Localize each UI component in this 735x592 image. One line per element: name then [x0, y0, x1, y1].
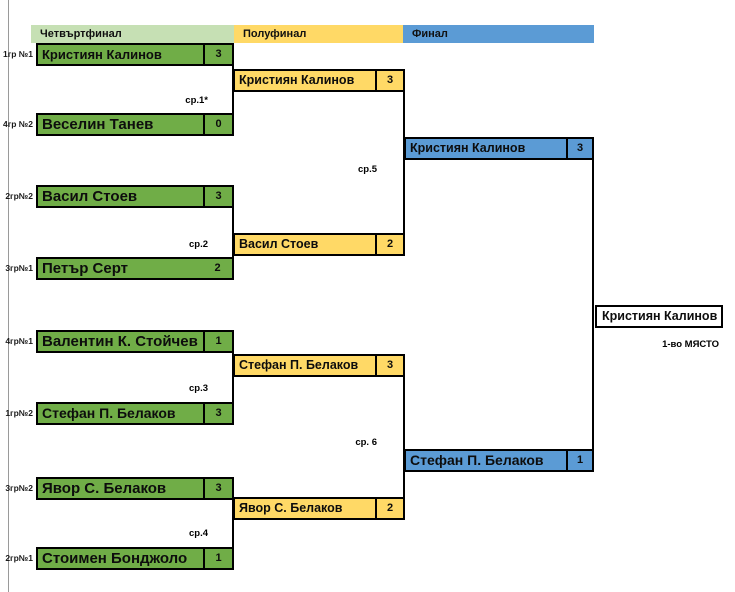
- player-box[interactable]: Васил Стоев 3: [36, 185, 234, 208]
- player-box[interactable]: Стефан П. Белаков 1: [404, 449, 594, 472]
- match-number-label: ср.2: [188, 239, 208, 250]
- header-quarterfinal: Четвъртфинал: [31, 25, 234, 43]
- player-score: 3: [203, 187, 232, 206]
- match-number-label: ср.4: [188, 528, 208, 539]
- player-name: Васил Стоев: [239, 237, 319, 251]
- seed-label: 3гр№2: [5, 483, 33, 493]
- player-score: 1: [203, 549, 232, 568]
- bracket-connector-line: [232, 208, 234, 257]
- player-name: Стефан П. Белаков: [42, 405, 176, 421]
- player-name: Стоимен Бонджоло: [42, 550, 188, 567]
- player-score: 3: [203, 404, 232, 423]
- bracket-connector-line: [592, 160, 594, 449]
- match-number-label: ср.5: [357, 164, 377, 175]
- player-box[interactable]: Стефан П. Белаков 3: [36, 402, 234, 425]
- player-name: Веселин Танев: [42, 116, 154, 133]
- player-name: Стефан П. Белаков: [239, 358, 359, 372]
- player-box[interactable]: Петър Серт 2: [36, 257, 234, 280]
- player-name: Кристиян Калинов: [410, 141, 526, 155]
- player-score: 0: [203, 115, 232, 134]
- match-number-label: ср. 6: [355, 437, 377, 448]
- player-score: 1: [203, 332, 232, 351]
- winner-place-label: 1-во МЯСТО: [662, 339, 719, 350]
- match-number-label: ср.3: [188, 383, 208, 394]
- player-score: 3: [203, 45, 232, 64]
- seed-label: 4гр№1: [5, 336, 33, 346]
- header-final: Финал: [403, 25, 594, 43]
- player-box[interactable]: Явор С. Белаков 3: [36, 477, 234, 500]
- player-name: Явор С. Белаков: [239, 501, 343, 515]
- player-score: 3: [203, 479, 232, 498]
- sheet-gridline: [8, 0, 9, 592]
- player-box[interactable]: Васил Стоев 2: [233, 233, 405, 256]
- player-box[interactable]: Стоимен Бонджоло 1: [36, 547, 234, 570]
- seed-label: 2гр№1: [5, 553, 33, 563]
- player-name: Васил Стоев: [42, 188, 138, 205]
- bracket-connector-line: [403, 377, 405, 497]
- seed-label: 3гр№1: [5, 263, 33, 273]
- player-score: 3: [375, 356, 403, 375]
- player-score: 2: [375, 499, 403, 518]
- player-box[interactable]: Кристиян Калинов 3: [36, 43, 234, 66]
- header-semifinal: Полуфинал: [234, 25, 403, 43]
- player-box[interactable]: Кристиян Калинов 3: [233, 69, 405, 92]
- bracket-connector-line: [232, 353, 234, 402]
- seed-label: 1гр №1: [2, 49, 33, 59]
- player-box[interactable]: Явор С. Белаков 2: [233, 497, 405, 520]
- winner-box[interactable]: Кристиян Калинов: [595, 305, 723, 328]
- player-box[interactable]: Стефан П. Белаков 3: [233, 354, 405, 377]
- player-name: Кристиян Калинов: [239, 73, 355, 87]
- bracket-connector-line: [232, 500, 234, 547]
- bracket-connector-line: [403, 92, 405, 233]
- player-name: Петър Серт: [42, 260, 129, 277]
- player-score: 3: [566, 139, 592, 158]
- player-score: 2: [214, 262, 221, 274]
- seed-label: 4гр №2: [2, 119, 33, 129]
- player-name: Кристиян Калинов: [42, 47, 162, 62]
- player-name: Стефан П. Белаков: [410, 452, 544, 468]
- seed-label: 1гр№2: [5, 408, 33, 418]
- match-number-label: ср.1*: [185, 95, 208, 106]
- player-score: 3: [375, 71, 403, 90]
- player-score: 2: [375, 235, 403, 254]
- player-box[interactable]: Валентин К. Стойчев 1: [36, 330, 234, 353]
- player-box[interactable]: Веселин Танев 0: [36, 113, 234, 136]
- player-name: Валентин К. Стойчев: [42, 333, 198, 350]
- player-score: 1: [566, 451, 592, 470]
- player-name: Явор С. Белаков: [42, 480, 167, 497]
- seed-label: 2гр№2: [5, 191, 33, 201]
- player-box[interactable]: Кристиян Калинов 3: [404, 137, 594, 160]
